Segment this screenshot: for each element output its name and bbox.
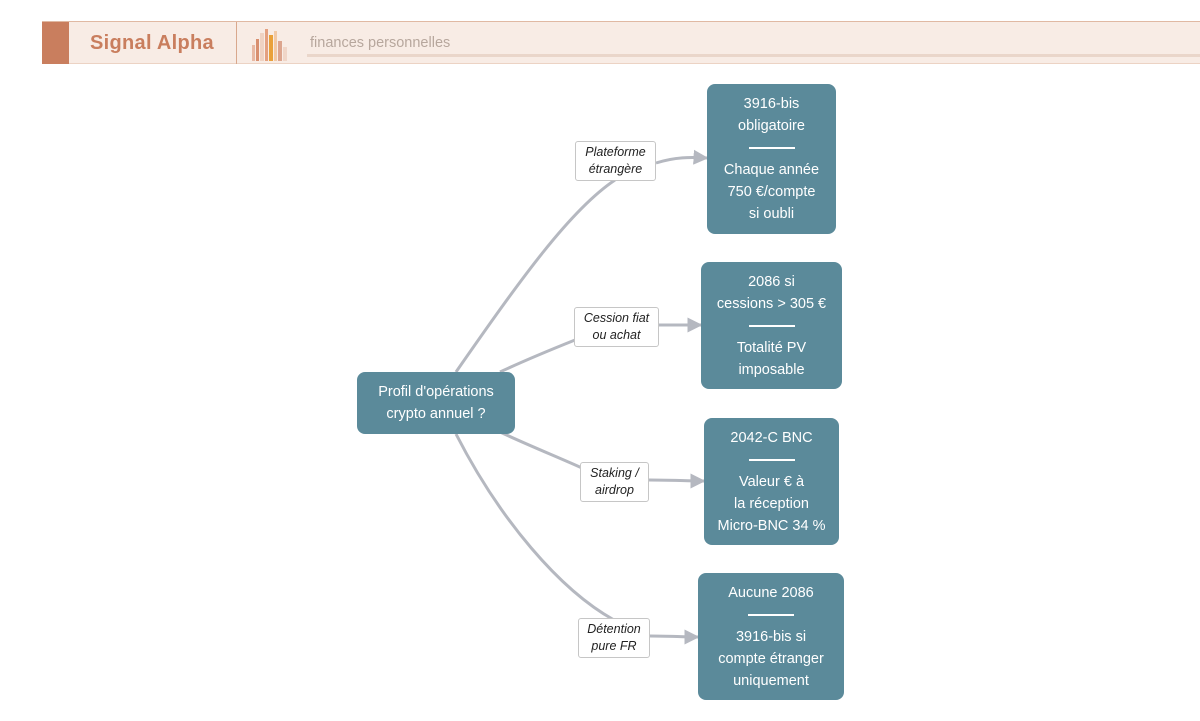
edge-label-text: Cession fiat ou achat xyxy=(583,311,650,342)
edge-branch-1-node xyxy=(655,149,709,165)
outcome-top-text: 2086 si cessions > 305 € xyxy=(716,273,827,312)
edge-label-text: Détention pure FR xyxy=(587,622,641,653)
edge-label-detention: Détention pure FR xyxy=(578,618,650,658)
outcome-bottom-text: Valeur € à la réception Micro-BNC 34 % xyxy=(717,473,826,534)
outcome-top-text: Aucune 2086 xyxy=(728,584,814,601)
outcome-node-staking[interactable]: 2042-C BNC Valeur € à la réception Micro… xyxy=(704,418,839,545)
outcome-node-cession[interactable]: 2086 si cessions > 305 € Totalité PV imp… xyxy=(701,262,842,389)
brand-name[interactable]: Signal Alpha xyxy=(90,32,214,54)
edge-label-plateforme: Plateforme étrangère xyxy=(575,141,656,181)
edge-root-branch-4 xyxy=(454,433,615,622)
outcome-bottom-text: 3916-bis si compte étranger uniquement xyxy=(718,628,824,689)
edge-root-branch-1 xyxy=(454,178,616,373)
outcome-node-plateforme[interactable]: 3916-bis obligatoire Chaque année 750 €/… xyxy=(707,84,836,234)
edge-root-branch-3 xyxy=(499,430,583,470)
tagline-underline xyxy=(307,54,1200,57)
app-header: Signal Alpha finances personnelles xyxy=(42,21,1200,64)
outcome-top-text: 3916-bis obligatoire xyxy=(738,96,805,134)
root-node[interactable]: Profil d'opérations crypto annuel ? xyxy=(357,372,515,434)
brand-swatch xyxy=(42,22,69,64)
outcome-divider xyxy=(748,458,795,461)
outcome-divider xyxy=(748,147,795,149)
outcome-bottom-text: Chaque année 750 €/compte si oubli xyxy=(723,162,820,222)
edge-label-staking: Staking / airdrop xyxy=(580,462,649,502)
outcome-divider xyxy=(748,324,795,327)
edge-branch-4-node xyxy=(649,629,700,645)
header-divider xyxy=(236,22,237,64)
edge-label-text: Staking / airdrop xyxy=(590,466,639,497)
edge-root-branch-2 xyxy=(499,338,576,374)
tagline: finances personnelles xyxy=(310,35,451,51)
edge-branch-3-node xyxy=(648,473,706,489)
bar-chart-books-icon xyxy=(252,29,287,61)
edge-label-cession: Cession fiat ou achat xyxy=(574,307,659,347)
outcome-bottom-text: Totalité PV imposable xyxy=(736,339,807,378)
root-node-text: Profil d'opérations crypto annuel ? xyxy=(378,384,494,422)
outcome-node-detention[interactable]: Aucune 2086 3916-bis si compte étranger … xyxy=(698,573,844,700)
edge-label-text: Plateforme étrangère xyxy=(585,145,646,176)
outcome-top-text: 2042-C BNC xyxy=(730,429,813,446)
outcome-divider xyxy=(748,613,794,616)
